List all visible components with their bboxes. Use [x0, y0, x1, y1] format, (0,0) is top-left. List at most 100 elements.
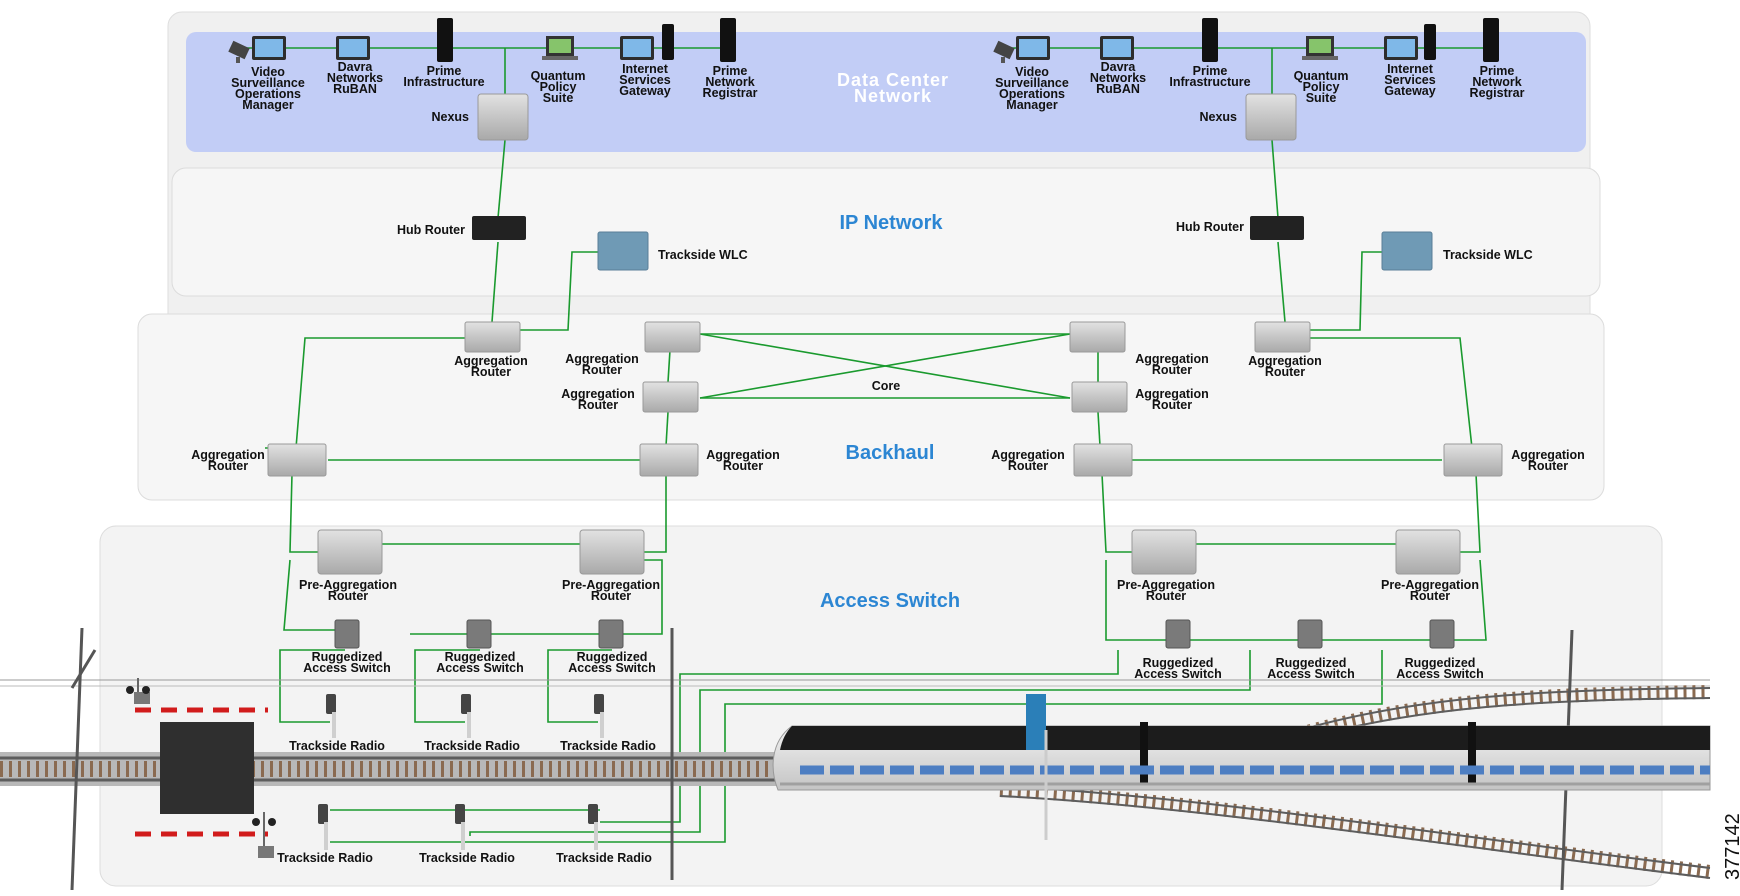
zone-panels: [99, 11, 1663, 887]
train-icon: [772, 722, 1711, 791]
crossing-pad: [160, 722, 254, 814]
ruggedized-switch-icon: [598, 619, 624, 649]
aggregation-router-icon: [1254, 321, 1311, 353]
app-label-prime-infrastructure: Prime Infrastructure: [1169, 64, 1251, 89]
ruggedized-switch-label: Ruggedized Access Switch: [568, 650, 656, 675]
app-label-davra: Davra Networks RuBAN: [326, 60, 384, 96]
app-label-quantum: Quantum Policy Suite: [530, 69, 586, 105]
pre-aggregation-router-icon: [1395, 529, 1461, 575]
core-label: Core: [871, 379, 901, 393]
wlc-icon: [597, 231, 649, 271]
figure-id: 377142: [1722, 813, 1740, 880]
hub-router-label: Hub Router: [396, 223, 465, 237]
aggregation-router-icon: [1073, 443, 1133, 477]
pre-aggregation-router-label: Pre-Aggregation Router: [1381, 578, 1479, 603]
laptop-icon: [1302, 36, 1338, 60]
trackside-radio-icon: [461, 694, 471, 738]
ruggedized-switch-icon: [466, 619, 492, 649]
trackside-radio-label: Trackside Radio: [424, 739, 520, 753]
hub-router-icon: [472, 216, 526, 240]
backhaul-panel: [137, 313, 1605, 501]
ruggedized-switch-label: Ruggedized Access Switch: [303, 650, 391, 675]
pre-aggregation-router-icon: [317, 529, 383, 575]
trackside-radio-label: Trackside Radio: [556, 851, 652, 865]
ruggedized-switch-icon: [1297, 619, 1323, 649]
dc-app-icons: [228, 18, 1499, 63]
aggregation-router-label: Aggregation Router: [1511, 448, 1585, 473]
access-switch-panel: [99, 525, 1663, 887]
ruggedized-switch-label: Ruggedized Access Switch: [436, 650, 524, 675]
wlc-icon: [1381, 231, 1433, 271]
aggregation-router-icon: [642, 381, 699, 413]
link-nexus-hub-left: [497, 139, 506, 219]
monitor-icon: [620, 36, 654, 60]
laptop-icon: [542, 36, 578, 60]
aggregation-router-icon: [1071, 381, 1128, 413]
pre-aggregation-router-icon: [1131, 529, 1197, 575]
aggregation-router-label: Aggregation Router: [565, 352, 639, 377]
trackside-radio-icon: [455, 804, 465, 850]
ruggedized-switch-label: Ruggedized Access Switch: [1267, 656, 1355, 681]
ruggedized-switch-icon: [1429, 619, 1455, 649]
backhaul-title: Backhaul: [845, 442, 935, 464]
app-label-video: Video Surveillance Operations Manager: [995, 65, 1069, 112]
access-switch-title: Access Switch: [819, 590, 961, 612]
camera-icon: [228, 40, 250, 63]
pre-aggregation-router-icon: [579, 529, 645, 575]
nexus-switch-icon: [1245, 93, 1297, 141]
crossing-signal-icon: [252, 812, 276, 858]
aggregation-router-label: Aggregation Router: [706, 448, 780, 473]
trackside-radio-icon: [588, 804, 598, 850]
aggregation-router-icon: [639, 443, 699, 477]
server-tower-icon: [1424, 24, 1436, 60]
aggregation-router-label: Aggregation Router: [191, 448, 265, 473]
ruggedized-switch-icon: [334, 619, 360, 649]
crossing-signal-icon: [126, 678, 150, 704]
app-label-pnr: Prime Network Registrar: [702, 64, 758, 100]
wlc-label: Trackside WLC: [1443, 248, 1533, 262]
hub-router-label: Hub Router: [1175, 220, 1244, 234]
monitor-icon: [1100, 36, 1134, 60]
signal-mast-icon: [1026, 694, 1048, 840]
app-label-pnr: Prime Network Registrar: [1469, 64, 1525, 100]
aggregation-router-label: Aggregation Router: [991, 448, 1065, 473]
trackside-radio-label: Trackside Radio: [277, 851, 373, 865]
monitor-icon: [252, 36, 286, 60]
ip-network-panel: [171, 167, 1601, 297]
aggregation-router-icon: [464, 321, 521, 353]
aggregation-router-label: Aggregation Router: [1135, 387, 1209, 412]
aggregation-router-label: Aggregation Router: [561, 387, 635, 412]
trackside-radio-icon: [318, 804, 328, 850]
aggregation-router-label: Aggregation Router: [1135, 352, 1209, 377]
app-label-prime-infrastructure: Prime Infrastructure: [403, 64, 485, 89]
pre-aggregation-router-label: Pre-Aggregation Router: [1117, 578, 1215, 603]
data-center-band: [186, 32, 1586, 152]
pre-aggregation-router-label: Pre-Aggregation Router: [299, 578, 397, 603]
app-label-video: Video Surveillance Operations Manager: [231, 65, 305, 112]
data-center-title: Data Center Network: [836, 70, 950, 106]
trackside-radio-label: Trackside Radio: [289, 739, 385, 753]
app-label-isg: Internet Services Gateway: [619, 62, 671, 98]
pre-aggregation-router-label: Pre-Aggregation Router: [562, 578, 660, 603]
aggregation-router-icon: [267, 443, 327, 477]
aggregation-router-icon: [644, 321, 701, 353]
ruggedized-switch-icon: [1165, 619, 1191, 649]
aggregation-router-icon: [1069, 321, 1126, 353]
wlc-label: Trackside WLC: [658, 248, 748, 262]
monitor-icon: [1384, 36, 1418, 60]
server-tower-icon: [662, 24, 674, 60]
app-label-quantum: Quantum Policy Suite: [1293, 69, 1349, 105]
server-tower-icon: [437, 18, 453, 62]
app-label-davra: Davra Networks RuBAN: [1089, 60, 1147, 96]
trackside-radio-icon: [326, 694, 336, 738]
server-tower-icon: [1202, 18, 1218, 62]
railway-scene: [0, 627, 1711, 891]
trackside-radio-label: Trackside Radio: [560, 739, 656, 753]
aggregation-router-label: Aggregation Router: [454, 354, 528, 379]
camera-icon: [993, 40, 1015, 63]
aggregation-router-label: Aggregation Router: [1248, 354, 1322, 379]
monitor-icon: [336, 36, 370, 60]
trackside-radio-icon: [594, 694, 604, 738]
server-tower-icon: [720, 18, 736, 62]
